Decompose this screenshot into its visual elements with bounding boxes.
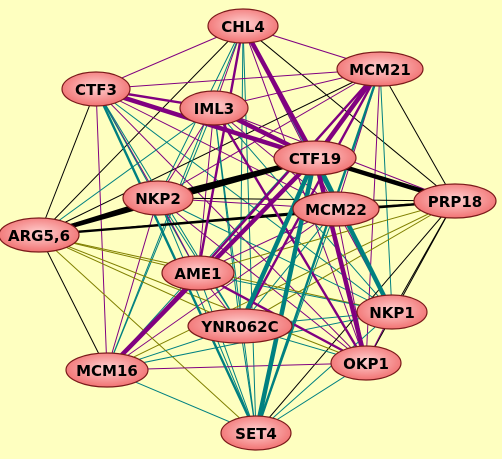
node-label: PRP18: [428, 193, 482, 211]
node-ellipse[interactable]: [161, 255, 235, 291]
edge-arg56-ynr062c: [38, 234, 241, 327]
edge-nkp1-set4: [255, 311, 393, 434]
node-ellipse[interactable]: [0, 217, 80, 253]
edge-ynr062c-set4: [239, 325, 257, 434]
edge-prp18-ynr062c: [239, 200, 456, 327]
node-label: YNR062C: [200, 318, 278, 336]
edge-mcm21-ctf3: [95, 68, 381, 90]
edge-prp18-okp1: [365, 200, 456, 364]
node-ellipse[interactable]: [220, 415, 292, 451]
edge-arg56-set4: [38, 234, 257, 434]
edge-iml3-set4: [213, 107, 257, 434]
node-ellipse[interactable]: [187, 308, 293, 344]
node-label: CTF19: [289, 150, 341, 168]
node-ellipse[interactable]: [330, 345, 402, 381]
edge-ctf3-arg56: [38, 88, 97, 236]
edge-ame1-set4: [197, 272, 257, 434]
node-label: MCM21: [349, 61, 411, 79]
node-ellipse[interactable]: [61, 71, 131, 107]
edge-mcm22-ynr062c: [239, 208, 337, 327]
node-mcm21[interactable]: MCM21: [336, 51, 424, 87]
node-label: AME1: [174, 265, 221, 283]
node-label: MCM16: [76, 362, 138, 380]
edge-ctf3-mcm22: [95, 88, 337, 210]
node-ellipse[interactable]: [273, 140, 357, 176]
edge-chl4-set4: [242, 25, 257, 434]
edge-prp18-mcm16: [106, 200, 456, 371]
edge-mcm21-prp18: [379, 68, 456, 202]
edge-ctf19-ynr062c: [237, 155, 318, 329]
node-ellipse[interactable]: [336, 51, 424, 87]
node-set4[interactable]: SET4: [220, 415, 292, 451]
edge-nkp2-nkp1: [157, 197, 393, 313]
node-ellipse[interactable]: [356, 294, 428, 330]
node-ynr062c[interactable]: YNR062C: [187, 308, 293, 344]
node-ctf3[interactable]: CTF3: [61, 71, 131, 107]
edge-ctf19-nkp1: [312, 155, 395, 315]
edge-chl4-arg56: [38, 25, 244, 236]
node-label: ARG5,6: [8, 227, 70, 245]
node-label: CHL4: [221, 18, 265, 36]
node-label: NKP1: [369, 304, 415, 322]
edge-arg56-mcm16: [38, 234, 108, 371]
edge-iml3-arg56: [38, 107, 215, 236]
node-label: CTF3: [75, 81, 117, 99]
edge-iml3-okp1: [212, 106, 368, 365]
node-label: SET4: [235, 425, 277, 443]
node-ctf19[interactable]: CTF19: [273, 140, 357, 176]
node-label: NKP2: [135, 190, 181, 208]
node-nkp1[interactable]: NKP1: [356, 294, 428, 330]
node-iml3[interactable]: IML3: [179, 90, 249, 126]
edge-ctf3-ame1: [95, 88, 199, 274]
node-ellipse[interactable]: [65, 352, 149, 388]
node-ellipse[interactable]: [292, 191, 380, 227]
node-label: IML3: [194, 100, 235, 118]
edge-chl4-ame1: [196, 24, 245, 275]
node-label: OKP1: [343, 355, 389, 373]
edge-mcm21-nkp1: [379, 68, 393, 313]
edge-ctf3-okp1: [95, 88, 367, 364]
node-arg56[interactable]: ARG5,6: [0, 217, 80, 253]
edge-prp18-ame1: [197, 200, 456, 274]
node-okp1[interactable]: OKP1: [330, 345, 402, 381]
node-ellipse[interactable]: [179, 90, 249, 126]
edge-chl4-ctf19: [240, 23, 318, 161]
node-ellipse[interactable]: [413, 183, 497, 219]
node-label: MCM22: [305, 201, 367, 219]
edge-chl4-okp1: [242, 25, 367, 364]
edge-mcm21-set4: [254, 67, 382, 435]
node-ellipse[interactable]: [207, 8, 279, 44]
node-mcm22[interactable]: MCM22: [292, 191, 380, 227]
node-mcm16[interactable]: MCM16: [65, 352, 149, 388]
node-ame1[interactable]: AME1: [161, 255, 235, 291]
edge-okp1-mcm16: [106, 362, 367, 371]
node-prp18[interactable]: PRP18: [413, 183, 497, 219]
node-nkp2[interactable]: NKP2: [122, 180, 194, 216]
node-chl4[interactable]: CHL4: [207, 8, 279, 44]
node-ellipse[interactable]: [122, 180, 194, 216]
edge-arg56-okp1: [38, 234, 367, 364]
edge-iml3-mcm16: [106, 107, 215, 371]
